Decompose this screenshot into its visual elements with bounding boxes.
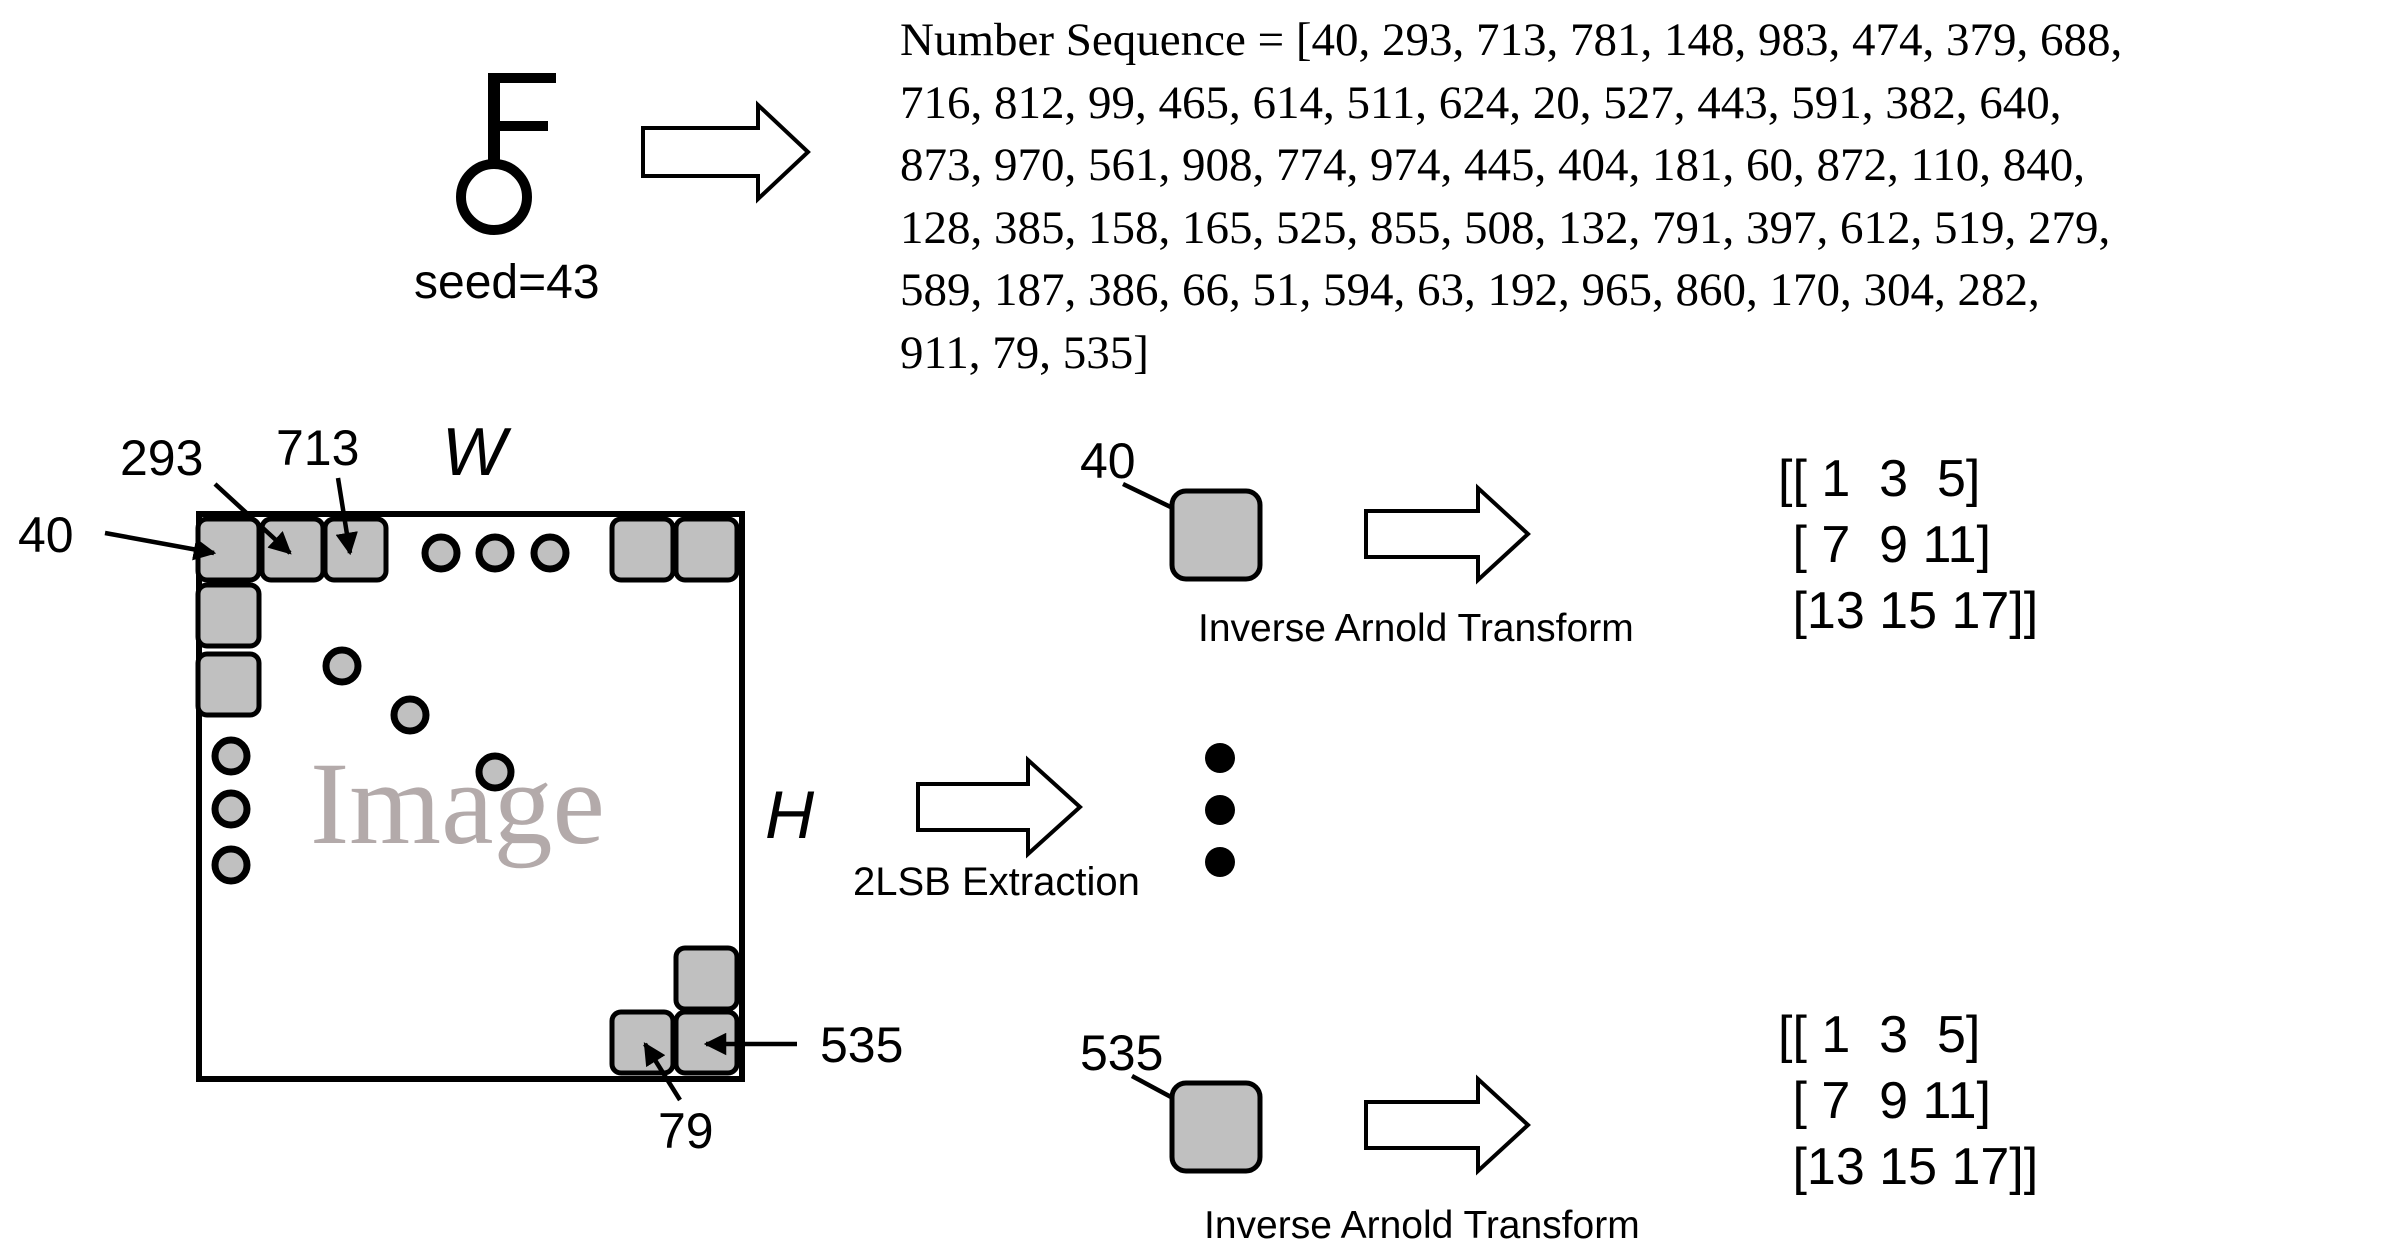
sequence-line: 873, 970, 561, 908, 774, 974, 445, 404, … (900, 139, 2085, 191)
block-label-535: 535 (820, 1017, 903, 1073)
image-watermark: Image (310, 738, 605, 869)
transform-label: Inverse Arnold Transform (1198, 607, 1634, 650)
transform-arrow (1364, 483, 1531, 585)
output-block-label: 535 (1080, 1025, 1163, 1081)
matrix-row: [13 15 17]] (1778, 1138, 2038, 1196)
pointer-arrow (335, 477, 358, 556)
image-block (195, 582, 262, 649)
extraction-arrow (916, 755, 1083, 859)
seed-to-sequence-arrow (641, 100, 811, 204)
pointer-arrow (213, 482, 292, 555)
ellipsis-rings (211, 533, 570, 885)
block-label-40: 40 (18, 507, 74, 563)
image-block (609, 516, 676, 583)
seed-label: seed=43 (414, 256, 600, 309)
output-block-row: 40 Inverse Arnold Transform [[ 1 3 5] [ … (1080, 433, 2038, 650)
sequence-line: 589, 187, 386, 66, 51, 594, 63, 192, 965… (900, 264, 2040, 316)
image-frame (196, 511, 745, 1082)
matrix-row: [ 7 9 11] (1778, 1072, 1991, 1130)
matrix-row: [[ 1 3 5] (1778, 1006, 1980, 1064)
transform-label: Inverse Arnold Transform (1204, 1204, 1640, 1247)
output-block (1169, 488, 1263, 582)
image-block (322, 516, 389, 583)
image-block (195, 651, 262, 718)
width-label: W (442, 414, 512, 490)
key-icon (456, 73, 556, 235)
image-block (673, 516, 740, 583)
number-sequence: Number Sequence = [40, 293, 713, 781, 14… (900, 14, 2122, 379)
block-label-79: 79 (658, 1103, 714, 1159)
output-block-label: 40 (1080, 433, 1136, 489)
pointer-arrow (104, 530, 217, 561)
sequence-line: 128, 385, 158, 165, 525, 855, 508, 132, … (900, 202, 2110, 254)
vertical-ellipsis (1205, 743, 1235, 877)
image-block (673, 945, 740, 1012)
matrix-row: [13 15 17]] (1778, 582, 2038, 640)
image-block (259, 516, 326, 583)
matrix-row: [[ 1 3 5] (1778, 450, 1980, 508)
pointer-arrow (643, 1042, 682, 1102)
transform-arrow (1364, 1074, 1531, 1176)
extraction-label: 2LSB Extraction (853, 860, 1140, 904)
height-label: H (765, 777, 815, 853)
output-block (1169, 1080, 1263, 1174)
image-block (609, 1009, 676, 1076)
sequence-line: 716, 812, 99, 465, 614, 511, 624, 20, 52… (900, 77, 2062, 129)
block-label-713: 713 (276, 420, 359, 476)
output-block-row: 535 Inverse Arnold Transform [[ 1 3 5] [… (1080, 1006, 2038, 1247)
matrix-row: [ 7 9 11] (1778, 516, 1991, 574)
sequence-line: 911, 79, 535] (900, 327, 1149, 379)
sequence-line: Number Sequence = [40, 293, 713, 781, 14… (900, 14, 2122, 66)
block-label-293: 293 (120, 430, 203, 486)
